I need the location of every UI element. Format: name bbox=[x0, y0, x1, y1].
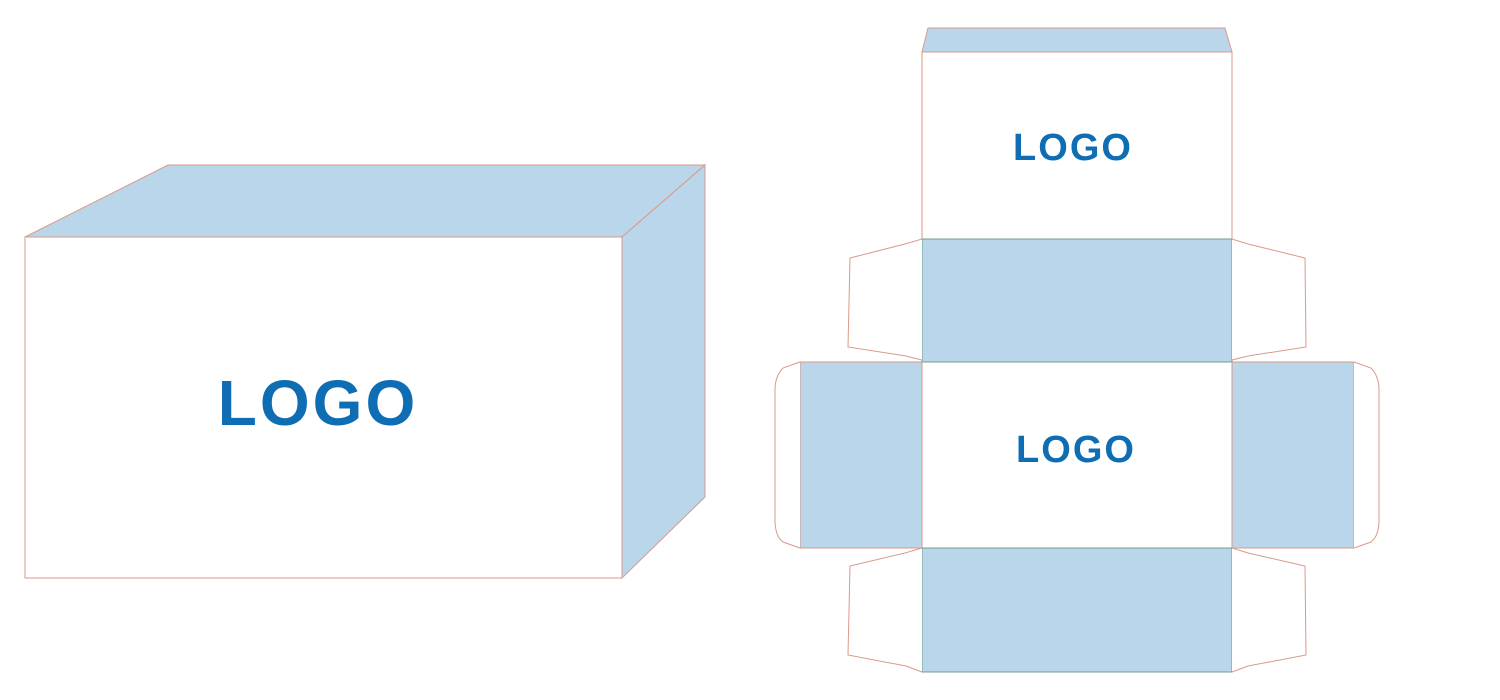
lid-top-panel bbox=[921, 51, 1233, 240]
upper-left-dust-flap bbox=[847, 238, 923, 361]
box-front-face bbox=[24, 236, 623, 579]
box-dieline: LOGO LOGO bbox=[774, 27, 1380, 673]
lower-left-dust-flap bbox=[847, 547, 923, 673]
right-side-tuck bbox=[1353, 361, 1380, 549]
left-side-tuck bbox=[774, 361, 801, 549]
back-panel bbox=[921, 238, 1233, 363]
left-side-wall bbox=[799, 361, 923, 549]
lower-right-dust-flap bbox=[1231, 547, 1307, 673]
box-front-logo: LOGO bbox=[218, 367, 418, 439]
upper-right-dust-flap bbox=[1231, 238, 1307, 361]
right-side-wall bbox=[1231, 361, 1355, 549]
box-side-face bbox=[621, 163, 706, 580]
front-panel bbox=[921, 547, 1233, 673]
base-panel bbox=[921, 361, 1233, 549]
lid-tuck-flap bbox=[921, 27, 1233, 53]
box-top-face bbox=[24, 164, 707, 238]
base-logo: LOGO bbox=[1016, 429, 1136, 471]
box-3d-illustration: LOGO bbox=[24, 163, 707, 580]
lid-logo: LOGO bbox=[1013, 127, 1133, 169]
